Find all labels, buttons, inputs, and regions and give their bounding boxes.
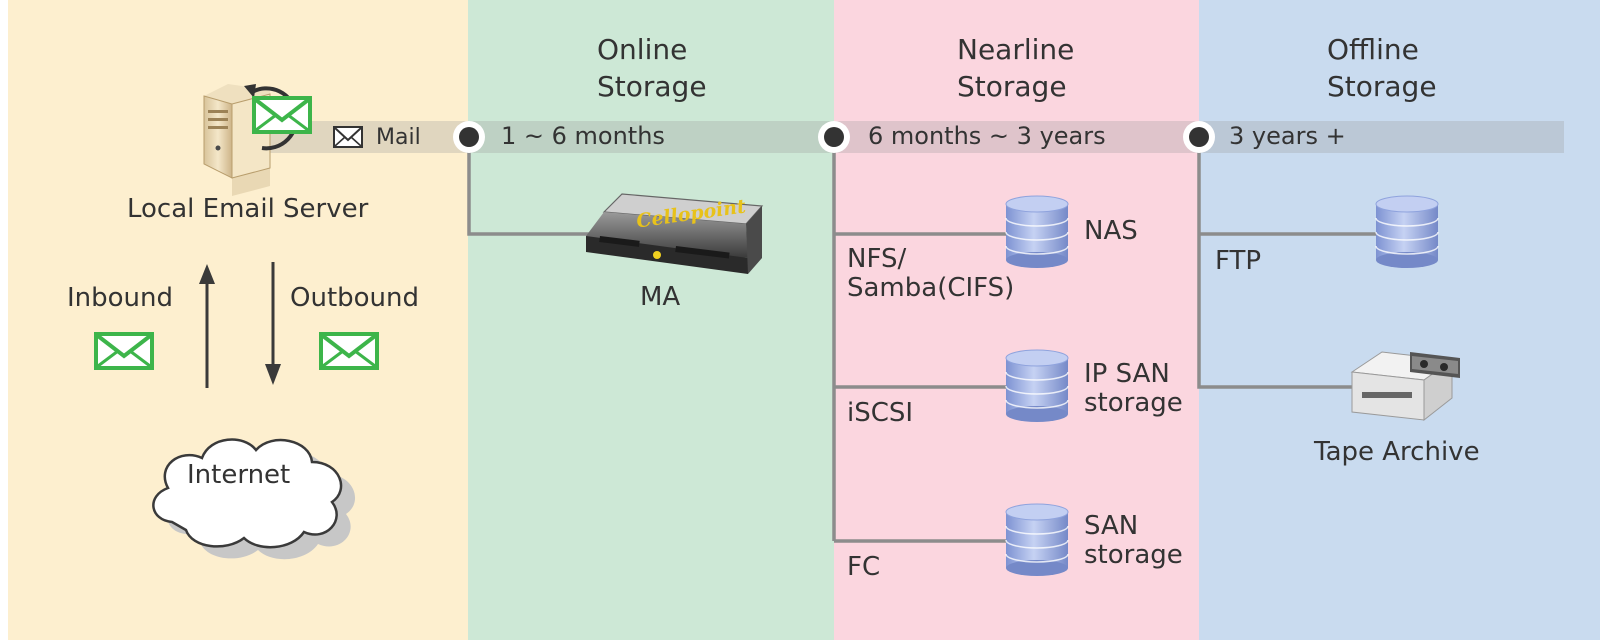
online-storage-heading: Online Storage [597, 31, 707, 105]
arrow-up-icon [199, 264, 215, 388]
nearline-retention-label: 6 months ~ 3 years [868, 122, 1106, 150]
san-label-line2: storage [1084, 540, 1183, 570]
inbound-label: Inbound [67, 283, 174, 313]
offline-retention-label: 3 years + [1229, 122, 1346, 150]
ftp-label: FTP [1215, 246, 1262, 276]
online-retention-label: 1 ~ 6 months [501, 122, 665, 150]
fc-label: FC [847, 552, 881, 582]
offline-heading-line2: Storage [1327, 70, 1437, 103]
san-label-line1: SAN [1084, 511, 1139, 541]
connector-lines [467, 137, 1380, 543]
ma-label: MA [640, 282, 681, 312]
local-email-server-label: Local Email Server [127, 194, 369, 224]
nfs-label-line1: NFS/ [847, 244, 907, 274]
timeline-node-nearline [818, 121, 850, 153]
san-database-icon [1005, 503, 1069, 577]
inbound-envelope-icon [94, 332, 154, 370]
timeline-node-online [453, 121, 485, 153]
mail-label: Mail [376, 125, 421, 150]
offline-storage-zone [1199, 0, 1600, 640]
online-storage-zone [468, 0, 834, 640]
nfs-label-line2: Samba(CIFS) [847, 273, 1015, 303]
ip-san-label-line1: IP SAN [1084, 359, 1170, 389]
san-storage-label: SAN storage [1084, 512, 1183, 570]
nearline-heading-line1: Nearline [957, 33, 1075, 66]
outbound-envelope-icon [319, 332, 379, 370]
mail-envelope-icon [333, 126, 363, 148]
nas-database-icon [1005, 195, 1069, 269]
offline-storage-heading: Offline Storage [1327, 31, 1437, 105]
ftp-database-icon [1375, 195, 1439, 269]
iscsi-label: iSCSI [847, 398, 914, 428]
nfs-samba-label: NFS/ Samba(CIFS) [847, 245, 1014, 303]
timeline-node-offline [1183, 121, 1215, 153]
ipsan-database-icon [1005, 349, 1069, 423]
offline-heading-line1: Offline [1327, 33, 1419, 66]
ip-san-storage-label: IP SAN storage [1084, 360, 1183, 418]
nas-label: NAS [1084, 216, 1138, 246]
envelope-icon [252, 96, 312, 134]
nearline-heading-line2: Storage [957, 70, 1067, 103]
internet-label: Internet [187, 460, 291, 490]
nearline-storage-heading: Nearline Storage [957, 31, 1074, 105]
cloud-icon [152, 438, 356, 560]
tape-drive-icon [1350, 351, 1460, 422]
appliance-icon [586, 193, 764, 274]
online-heading-line2: Storage [597, 70, 707, 103]
tape-archive-label: Tape Archive [1314, 437, 1480, 467]
online-heading-line1: Online [597, 33, 688, 66]
outbound-label: Outbound [290, 283, 420, 313]
arrow-down-icon [265, 262, 281, 385]
ip-san-label-line2: storage [1084, 388, 1183, 418]
